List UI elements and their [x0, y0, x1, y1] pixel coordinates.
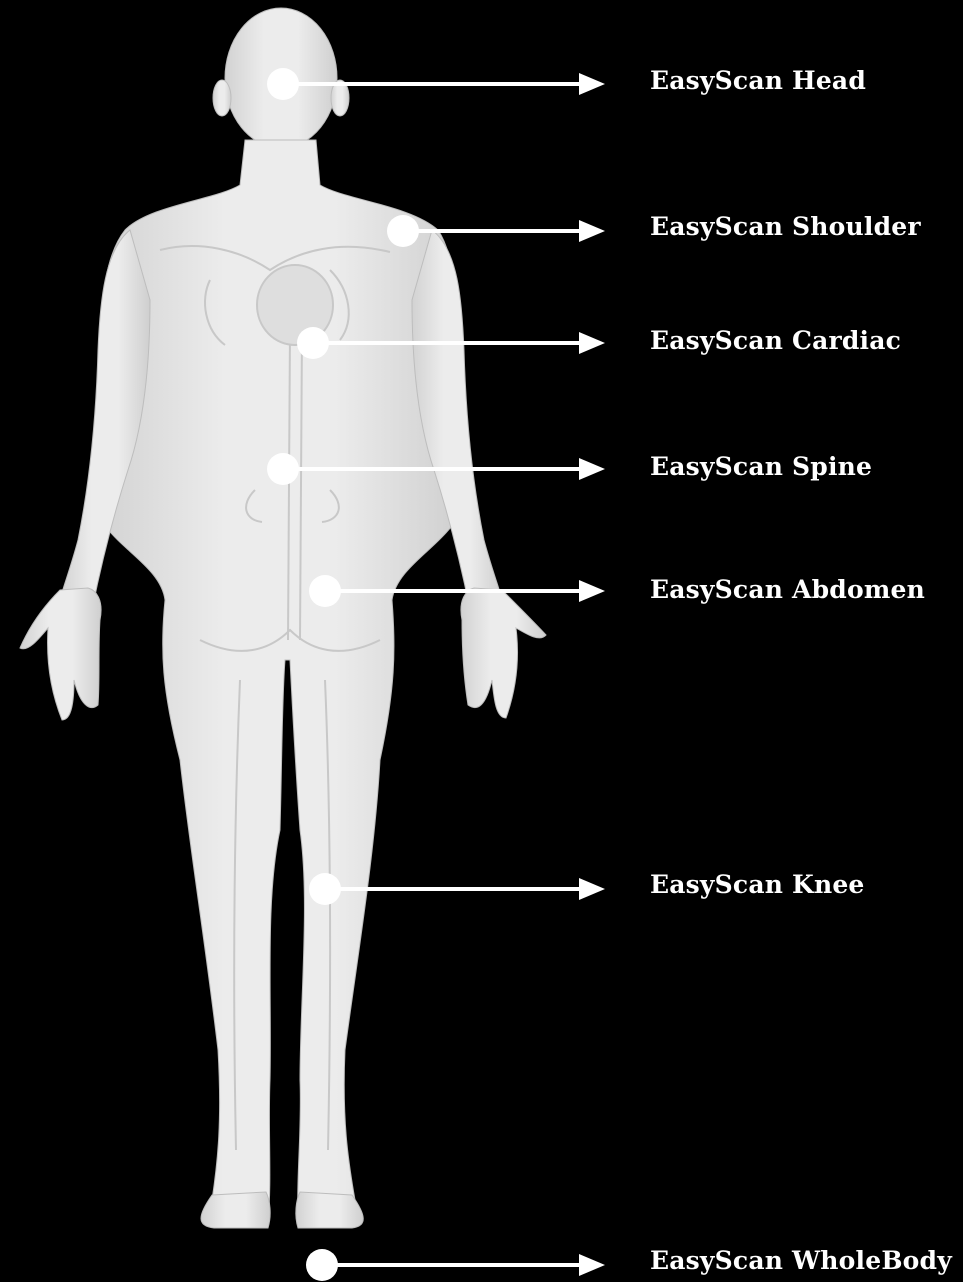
arrow-head-cardiac: [579, 332, 605, 354]
label-cardiac: EasyScan Cardiac: [650, 326, 901, 356]
label-wholebody: EasyScan WholeBody: [650, 1246, 952, 1276]
label-head: EasyScan Head: [650, 66, 866, 96]
marker-dot-abdomen: [309, 575, 341, 607]
marker-dot-spine: [267, 453, 299, 485]
right-foot-shape: [296, 1192, 363, 1228]
label-spine: EasyScan Spine: [650, 452, 872, 482]
label-knee: EasyScan Knee: [650, 870, 865, 900]
arrow-head-abdomen: [579, 580, 605, 602]
right-hand-shape: [461, 588, 546, 718]
marker-dot-knee: [309, 873, 341, 905]
left-hand-shape: [20, 588, 101, 720]
left-ear-shape: [213, 80, 231, 116]
arrow-head-spine: [579, 458, 605, 480]
arrow-head-head: [579, 73, 605, 95]
marker-dot-cardiac: [297, 327, 329, 359]
marker-dot-head: [267, 68, 299, 100]
label-shoulder: EasyScan Shoulder: [650, 212, 921, 242]
left-foot-shape: [201, 1192, 270, 1228]
arrow-head-knee: [579, 878, 605, 900]
marker-dot-shoulder: [387, 215, 419, 247]
human-body-silhouette: [20, 8, 546, 1228]
marker-dot-wholebody: [306, 1249, 338, 1281]
arrow-head-wholebody: [579, 1254, 605, 1276]
arrow-head-shoulder: [579, 220, 605, 242]
label-abdomen: EasyScan Abdomen: [650, 575, 925, 605]
